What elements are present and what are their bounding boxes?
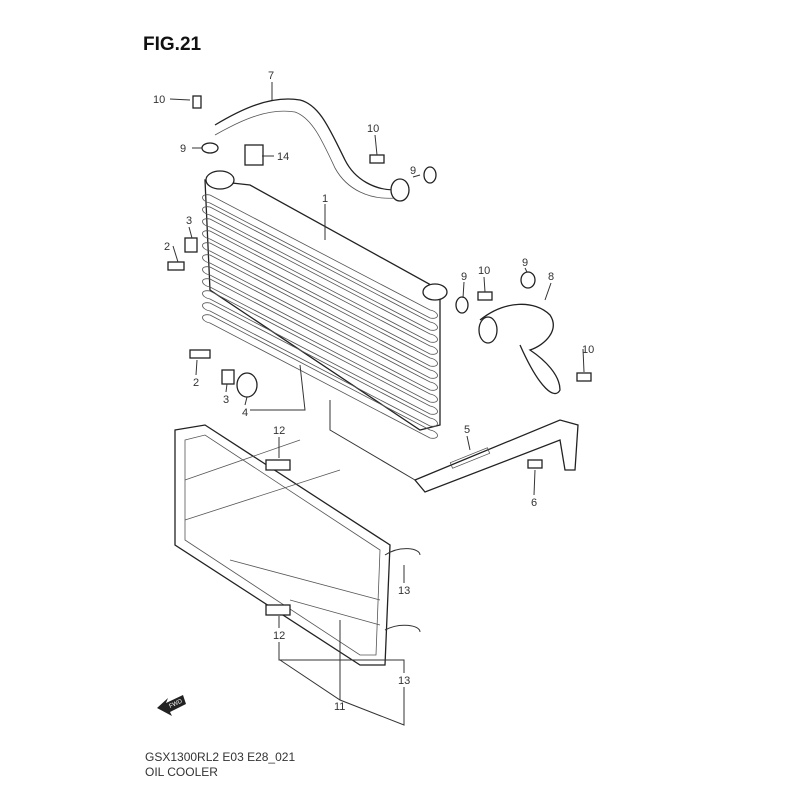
callout-13: 13 [398,585,410,597]
callout-9: 9 [522,257,528,269]
cooler-fin [202,302,438,427]
callout-2: 2 [193,377,199,389]
oil-hose-lower [478,303,561,395]
callout-8: 8 [548,271,554,283]
figure-title: FIG.21 [143,34,202,55]
cooler-fin [202,290,438,415]
callout-7: 7 [268,70,274,82]
cooler-fin [202,230,438,355]
cooler-fin [202,194,438,319]
callout-5: 5 [464,424,470,436]
callout-4: 4 [242,407,248,419]
cooler-fin [202,254,438,379]
callout-2: 2 [164,241,170,253]
oil-hose-upper [214,98,410,202]
oil-cooler-guard [174,424,421,666]
cooler-fin [202,278,438,403]
callout-3: 3 [223,394,229,406]
model-code: GSX1300RL2 E03 E28_021 [145,750,296,764]
callout-9: 9 [180,143,186,155]
callout-9: 9 [461,271,467,283]
callout-10: 10 [582,344,594,356]
callouts: 7 10 9 14 10 9 1 3 2 9 10 9 8 10 2 3 4 5… [153,70,594,713]
callout-12: 12 [273,630,285,642]
cooler-fin [202,206,438,331]
callout-9: 9 [410,165,416,177]
small-parts [167,95,592,616]
callout-10: 10 [367,123,379,135]
fwd-arrow: FWD [157,695,186,716]
section-name: OIL COOLER [145,765,218,779]
callout-10: 10 [478,265,490,277]
callout-14: 14 [277,151,289,163]
callout-12: 12 [273,425,285,437]
fwd-label: FWD [168,698,184,709]
oil-cooler-core [202,170,448,439]
callout-1: 1 [322,193,328,205]
callout-3: 3 [186,215,192,227]
cooler-fin [202,266,438,391]
callout-10: 10 [153,94,165,106]
callout-6: 6 [531,497,537,509]
bracket [413,419,579,493]
callout-13: 13 [398,675,410,687]
callout-11: 11 [334,701,345,713]
leader-lines [169,82,585,726]
cooler-fin [202,242,438,367]
cooler-fin [202,218,438,343]
cooler-fin [202,314,438,439]
